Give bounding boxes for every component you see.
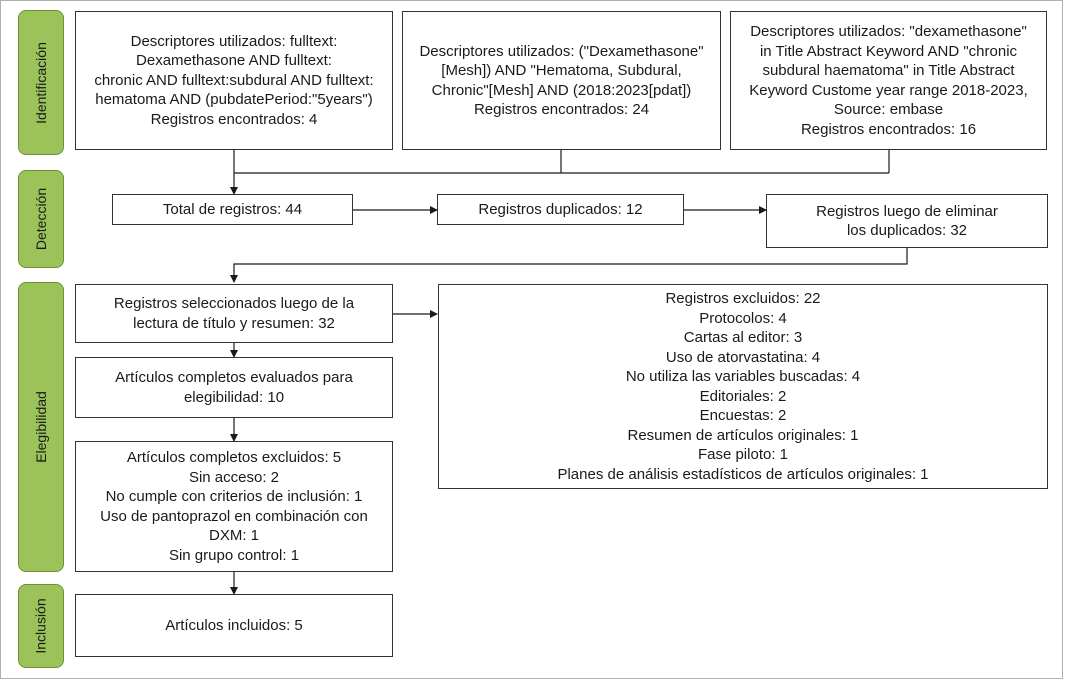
box-after-dedup: Registros luego de eliminar los duplicad…	[766, 194, 1048, 248]
phase-identificacion: Identificación	[18, 10, 64, 155]
box-fulltext-excluded: Artículos completos excluidos: 5 Sin acc…	[75, 441, 393, 572]
box-search-1: Descriptores utilizados: fulltext: Dexam…	[75, 11, 393, 150]
box-included: Artículos incluidos: 5	[75, 594, 393, 657]
phase-deteccion: Detección	[18, 170, 64, 268]
connectors	[230, 150, 908, 595]
box-duplicates: Registros duplicados: 12	[437, 194, 684, 225]
box-excluded-records: Registros excluidos: 22 Protocolos: 4 Ca…	[438, 284, 1048, 489]
box-fulltext-assessed: Artículos completos evaluados para elegi…	[75, 357, 393, 418]
phase-elegibilidad: Elegibilidad	[18, 282, 64, 572]
arrow-dedup-to-screened	[230, 248, 908, 283]
phase-inclusion: Inclusión	[18, 584, 64, 668]
box-screened: Registros seleccionados luego de la lect…	[75, 284, 393, 343]
box-search-3: Descriptores utilizados: "dexamethasone"…	[730, 11, 1047, 150]
box-total-records: Total de registros: 44	[112, 194, 353, 225]
box-search-2: Descriptores utilizados: ("Dexamethasone…	[402, 11, 721, 150]
